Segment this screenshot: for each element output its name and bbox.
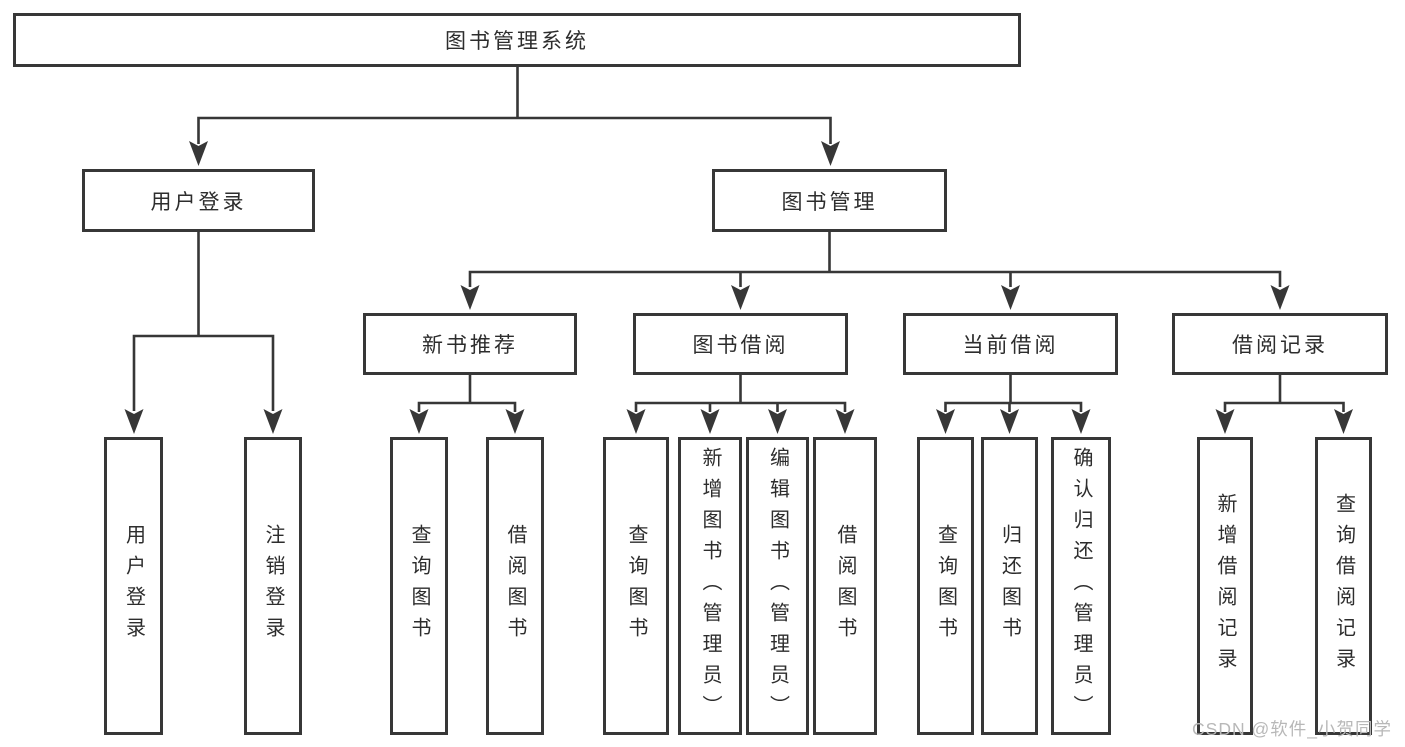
arrow-down-icon xyxy=(1334,409,1353,434)
arrow-down-icon xyxy=(505,409,525,434)
arrow-down-icon xyxy=(1215,409,1235,434)
leaf-logout: 注销登录 xyxy=(244,437,302,735)
connector-lines xyxy=(132,67,1345,412)
node-label: 编辑图书（管理员） xyxy=(766,446,789,726)
node-label: 用户登录 xyxy=(150,190,247,214)
arrow-down-icon xyxy=(1071,409,1091,434)
node-label: 查询图书 xyxy=(625,524,647,648)
node-label: 注销登录 xyxy=(262,524,284,648)
arrow-down-icon xyxy=(731,285,750,310)
arrow-down-icon xyxy=(835,409,855,434)
leaf-borrow-borrow-books: 借阅图书 xyxy=(813,437,877,735)
node-book-management: 图书管理 xyxy=(712,169,947,232)
arrow-down-icon xyxy=(936,409,955,434)
node-new-book-recommendation: 新书推荐 xyxy=(363,313,577,375)
node-book-borrowing: 图书借阅 xyxy=(633,313,848,375)
node-label: 新增借阅记录 xyxy=(1214,493,1236,679)
arrow-down-icon xyxy=(1001,285,1020,310)
node-label: 借阅记录 xyxy=(1232,334,1328,357)
node-label: 查询图书 xyxy=(934,524,957,648)
node-label: 查询借阅记录 xyxy=(1332,493,1355,679)
node-label: 图书管理系统 xyxy=(445,30,589,53)
arrow-down-icon xyxy=(460,285,480,310)
node-user-login: 用户登录 xyxy=(82,169,315,232)
node-label: 用户登录 xyxy=(122,524,145,648)
leaf-current-query-books: 查询图书 xyxy=(917,437,974,735)
node-current-borrowing: 当前借阅 xyxy=(903,313,1118,375)
arrow-down-icon xyxy=(768,409,787,434)
leaf-user-login: 用户登录 xyxy=(104,437,163,735)
arrow-down-icon xyxy=(124,409,144,434)
arrow-down-icon xyxy=(700,409,720,434)
node-label: 借阅图书 xyxy=(504,524,526,648)
leaf-records-query-borrow-record: 查询借阅记录 xyxy=(1315,437,1372,735)
arrow-down-icon xyxy=(626,409,646,434)
leaf-records-add-borrow-record: 新增借阅记录 xyxy=(1197,437,1253,735)
arrow-down-icon xyxy=(189,141,208,166)
arrow-down-icon xyxy=(1000,409,1019,434)
leaf-borrow-add-books-admin: 新增图书（管理员） xyxy=(678,437,742,735)
csdn-watermark: CSDN @软件_小贺同学 xyxy=(1192,719,1392,739)
node-label: 确认归还（管理员） xyxy=(1070,446,1092,726)
node-label: 当前借阅 xyxy=(962,334,1059,357)
arrow-down-icon xyxy=(263,409,283,434)
leaf-recommend-query-books: 查询图书 xyxy=(390,437,448,735)
leaf-current-confirm-return-admin: 确认归还（管理员） xyxy=(1051,437,1111,735)
node-label: 归还图书 xyxy=(998,524,1021,648)
arrow-down-icon xyxy=(821,141,840,166)
leaf-borrow-query-books: 查询图书 xyxy=(603,437,669,735)
node-root-system: 图书管理系统 xyxy=(13,13,1021,67)
node-label: 新书推荐 xyxy=(422,334,518,357)
leaf-recommend-borrow-books: 借阅图书 xyxy=(486,437,544,735)
node-label: 图书管理 xyxy=(781,190,878,214)
node-label: 借阅图书 xyxy=(834,524,856,648)
leaf-current-return-books: 归还图书 xyxy=(981,437,1038,735)
node-label: 新增图书（管理员） xyxy=(699,446,721,726)
node-borrowing-records: 借阅记录 xyxy=(1172,313,1388,375)
arrow-down-icon xyxy=(1270,285,1290,310)
arrow-down-icon xyxy=(409,409,429,434)
node-label: 图书借阅 xyxy=(692,334,789,357)
leaf-borrow-edit-books-admin: 编辑图书（管理员） xyxy=(746,437,809,735)
node-label: 查询图书 xyxy=(408,524,430,648)
